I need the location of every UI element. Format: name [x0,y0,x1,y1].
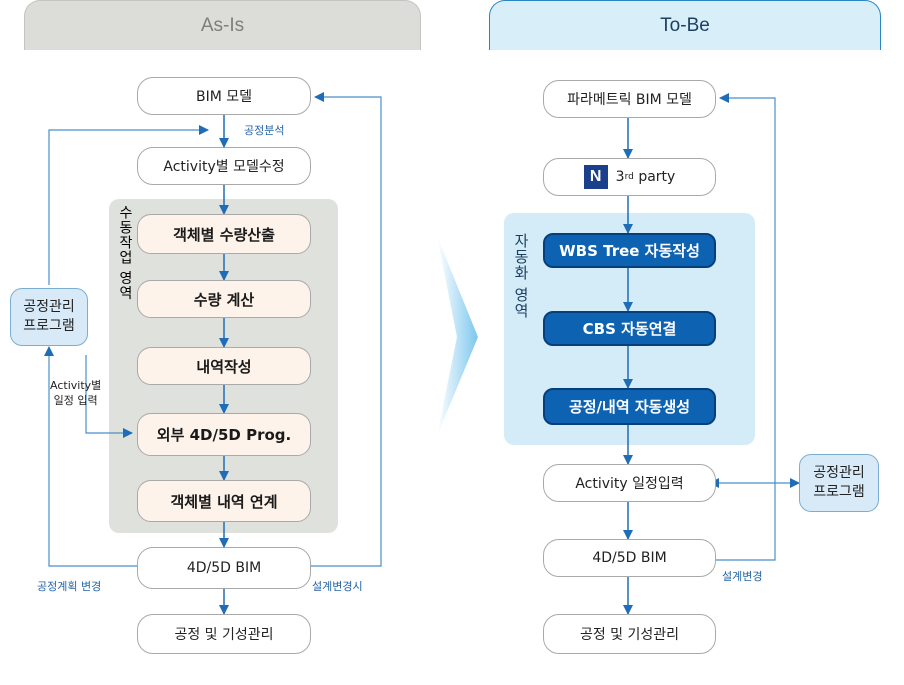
plan-change-label: 공정계획 변경 [37,580,102,593]
third-party-num: 3 [615,169,625,185]
asis-schedule-program-line1: 공정관리 [23,299,75,316]
line-program-to-bim [48,125,209,285]
asis-bill-link: 객체별 내역 연계 [137,480,311,522]
line-design-change-tobe [715,93,776,561]
tobe-activity-schedule: Activity 일정입력 [543,464,716,502]
tobe-schedule-auto: 공정/내역 자동생성 [543,388,716,425]
tobe-cbs-auto: CBS 자동연결 [543,311,716,346]
tobe-bim-4d5d: 4D/5D BIM [543,539,716,577]
asis-schedule-program-line2: 프로그램 [23,318,75,334]
asis-bim-4d5d: 4D/5D BIM [137,547,311,589]
asis-schedule-program: 공정관리 프로그램 [10,288,88,346]
tobe-design-change-label: 설계변경 [722,570,763,583]
asis-bill-of-qty: 내역작성 [137,347,311,385]
third-party-sup: rd [624,172,634,182]
tobe-schedule-program-line1: 공정관리 [813,465,865,482]
asis-activity-model-edit: Activity별 모델수정 [137,147,311,185]
asis-construction-mgmt: 공정 및 기성관리 [137,614,311,654]
big-right-arrow-icon [437,236,478,436]
tobe-schedule-program: 공정관리 프로그램 [799,454,879,512]
auto-area-label: 자동화 영역 [512,233,530,319]
tobe-schedule-program-line2: 프로그램 [813,484,865,500]
tab-to-be: To-Be [489,0,881,50]
line-activity-schedule [85,355,133,438]
activity-schedule-note: Activity별 일정 입력 [50,378,101,409]
process-analysis-label: 공정분석 [244,124,285,137]
activity-schedule-note-line2: 일정 입력 [53,394,98,408]
asis-bim-model: BIM 모델 [137,77,311,115]
tab-as-is: As-Is [24,0,421,50]
asis-design-change-label: 설계변경시 [312,580,363,593]
asis-ext-program: 외부 4D/5D Prog. [137,413,311,456]
line-plan-change [44,346,142,567]
tobe-construction-mgmt: 공정 및 기성관리 [543,614,716,654]
line-design-change-asis [310,92,382,567]
tobe-parametric-bim: 파라메트릭 BIM 모델 [543,80,716,118]
tobe-wbs-auto: WBS Tree 자동작성 [543,233,716,268]
third-party-logo: N [583,165,608,189]
manual-area-label: 수동작업 영역 [117,205,133,301]
activity-schedule-note-line1: Activity별 [50,379,102,392]
asis-qty-calc: 수량 계산 [137,280,311,318]
third-party-word: party [638,169,676,185]
asis-qty-by-object: 객체별 수량산출 [137,214,311,254]
